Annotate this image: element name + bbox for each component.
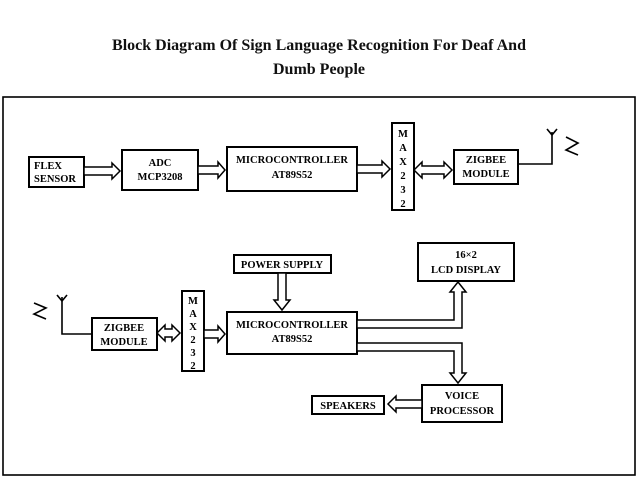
tx-mcu-label-2: AT89S52 [272, 170, 313, 181]
voice-label-2: PROCESSOR [430, 406, 495, 417]
voice-label-1: VOICE [445, 391, 479, 402]
rx-max-char-3: X [189, 322, 197, 333]
speakers-label: SPEAKERS [320, 401, 376, 412]
rx-max232-block: M A X 2 3 2 [181, 290, 205, 372]
tx-mcu-label-1: MICROCONTROLLER [236, 155, 348, 166]
adc-to-mcu-arrow [197, 160, 226, 180]
tx-max-char-1: M [398, 129, 408, 140]
rx-zigbee-max-bidirectional-arrow [155, 323, 182, 343]
flex-sensor-label-2: SENSOR [34, 174, 76, 185]
tx-microcontroller-block: MICROCONTROLLER AT89S52 [226, 146, 358, 192]
tx-max-char-6: 2 [400, 199, 405, 210]
tx-max-char-3: X [399, 157, 407, 168]
page-title: Block Diagram Of Sign Language Recogniti… [0, 34, 638, 82]
power-supply-block: POWER SUPPLY [233, 254, 332, 274]
tx-max-char-4: 2 [400, 171, 405, 182]
tx-zigbee-block: ZIGBEE MODULE [453, 149, 519, 185]
rx-max-char-1: M [188, 296, 198, 307]
tx-max-char-2: A [399, 143, 407, 154]
speakers-block: SPEAKERS [311, 395, 385, 415]
voice-to-speakers-arrow [386, 394, 423, 414]
lcd-display-block: 16×2 LCD DISPLAY [417, 242, 515, 282]
power-to-mcu-arrow [272, 272, 292, 312]
mcu-to-voice-arrow [356, 342, 468, 385]
rx-zigbee-label-2: MODULE [100, 337, 147, 348]
title-line-2: Dumb People [273, 61, 365, 78]
mcu-to-lcd-arrow [356, 280, 468, 329]
rx-mcu-label-1: MICROCONTROLLER [236, 320, 348, 331]
diagram-frame [2, 96, 636, 476]
power-supply-label: POWER SUPPLY [241, 260, 324, 271]
flex-sensor-label-1: FLEX [34, 161, 62, 172]
tx-zigbee-label-2: MODULE [462, 169, 509, 180]
adc-block: ADC MCP3208 [121, 149, 199, 191]
title-line-1: Block Diagram Of Sign Language Recogniti… [112, 37, 526, 54]
adc-label-1: ADC [149, 158, 172, 169]
lcd-label-2: LCD DISPLAY [431, 265, 501, 276]
rx-mcu-label-2: AT89S52 [272, 334, 313, 345]
rx-max-to-mcu-arrow [203, 324, 226, 344]
flex-to-adc-arrow [83, 161, 122, 181]
rx-zigbee-block: ZIGBEE MODULE [91, 317, 158, 351]
mcu-to-max-arrow [356, 159, 392, 179]
tx-antenna-icon [518, 128, 580, 165]
rx-microcontroller-block: MICROCONTROLLER AT89S52 [226, 311, 358, 355]
max-zigbee-bidirectional-arrow [412, 160, 454, 180]
rx-max-char-4: 2 [190, 335, 195, 346]
rx-antenna-icon [32, 294, 92, 335]
rx-max-char-5: 3 [190, 348, 195, 359]
lcd-label-1: 16×2 [455, 250, 477, 261]
rx-max-char-2: A [189, 309, 197, 320]
rx-zigbee-label-1: ZIGBEE [104, 323, 144, 334]
rx-max-char-6: 2 [190, 361, 195, 372]
flex-sensor-block: FLEX SENSOR [28, 156, 85, 188]
voice-processor-block: VOICE PROCESSOR [421, 384, 503, 423]
tx-zigbee-label-1: ZIGBEE [466, 155, 506, 166]
adc-label-2: MCP3208 [138, 172, 183, 183]
tx-max-char-5: 3 [400, 185, 405, 196]
tx-max232-block: M A X 2 3 2 [391, 122, 415, 211]
